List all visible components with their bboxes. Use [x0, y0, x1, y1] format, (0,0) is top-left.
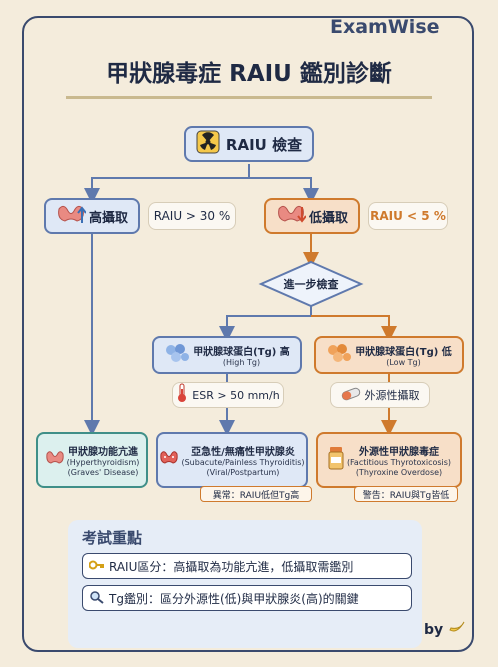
key-point-raiu: RAIU區分：高攝取為功能亢進，低攝取需鑑別 [82, 553, 412, 579]
node-hyperthyroidism-sub1: (Hyperthyroidism) [66, 457, 140, 467]
banana-icon [448, 618, 466, 638]
key-point-tg-text: Tg鑑別：區分外源性(低)與甲狀腺炎(高)的關鍵 [109, 591, 359, 606]
pill-bottle-icon [327, 446, 345, 474]
thermometer-icon [176, 383, 188, 407]
further-diamond [258, 260, 364, 308]
byline: by [424, 618, 466, 638]
key-icon [88, 558, 105, 575]
inflamed-thyroid-icon [159, 448, 179, 472]
criterion-low: RAIU < 5 % [368, 202, 448, 230]
page-title: 甲狀腺毒症 RAIU 鑑別診斷 [106, 61, 392, 87]
node-low-uptake-label: 低攝取 [308, 210, 348, 226]
thyroiditis-note: 異常：RAIU低但Tg高 [200, 486, 312, 502]
node-factitious-label: 外源性甲狀腺毒症 [358, 446, 439, 458]
node-high-tg-label: 甲狀腺球蛋白(Tg) 高 [193, 346, 290, 358]
magnifier-icon [89, 590, 105, 607]
connector-root-split [84, 164, 250, 204]
node-low-tg-label: 甲狀腺球蛋白(Tg) 低 [355, 346, 452, 358]
brand-logo: ExamWise [330, 16, 440, 38]
node-thyroiditis-sub1: (Subacute/Painless Thyroiditis) [181, 457, 305, 467]
node-raiu-test: RAIU 檢查 [184, 126, 314, 162]
thyroid-icon [45, 448, 65, 472]
exogenous-criterion: 外源性攝取 [330, 382, 430, 408]
criterion-low-text: RAIU < 5 % [370, 209, 446, 223]
exogenous-criterion-text: 外源性攝取 [364, 389, 420, 402]
node-hyperthyroidism-sub2: (Graves' Disease) [67, 467, 139, 477]
protein-icon [326, 342, 352, 368]
byline-text: by [424, 622, 444, 638]
criterion-high-text: RAIU > 30 % [153, 209, 231, 223]
node-hyperthyroidism-label: 甲狀腺功能亢進 [68, 446, 138, 458]
radiation-icon [196, 130, 220, 158]
node-high-tg-sub: (High Tg) [222, 357, 261, 367]
node-high-uptake-label: 高攝取 [88, 210, 128, 226]
node-thyroiditis: 亞急性/無痛性甲狀腺炎 (Subacute/Painless Thyroidit… [156, 432, 308, 488]
connector-further-lowtg [311, 315, 397, 342]
node-high-uptake: 高攝取 [44, 198, 140, 234]
title-underline [66, 96, 432, 99]
node-thyroiditis-label: 亞急性/無痛性甲狀腺炎 [191, 446, 295, 458]
protein-icon [164, 342, 190, 368]
thyroid-down-icon [276, 203, 307, 229]
node-low-tg-sub: (Low Tg) [386, 357, 421, 367]
connector-further-hightg [219, 302, 312, 342]
node-factitious-sub2: (Thyroxine Overdose) [355, 467, 443, 477]
esr-criterion: ESR > 50 mm/h [172, 382, 284, 408]
node-further-test: 進一步檢查 [266, 274, 356, 294]
key-points-panel [68, 520, 422, 648]
node-raiu-test-label: RAIU 檢查 [225, 135, 303, 154]
node-high-tg: 甲狀腺球蛋白(Tg) 高 (High Tg) [152, 336, 302, 374]
node-thyroiditis-sub2: (Viral/Postpartum) [206, 467, 280, 477]
key-point-tg: Tg鑑別：區分外源性(低)與甲狀腺炎(高)的關鍵 [82, 585, 412, 611]
key-point-raiu-text: RAIU區分：高攝取為功能亢進，低攝取需鑑別 [109, 559, 354, 574]
node-low-uptake: 低攝取 [264, 198, 360, 234]
criterion-high: RAIU > 30 % [148, 202, 236, 230]
node-hyperthyroidism: 甲狀腺功能亢進 (Hyperthyroidism) (Graves' Disea… [36, 432, 148, 488]
connector-root-low [249, 177, 319, 204]
node-further-test-label: 進一步檢查 [283, 278, 339, 291]
page-frame [22, 16, 474, 652]
esr-criterion-text: ESR > 50 mm/h [192, 388, 280, 402]
node-factitious-sub1: (Factitious Thyrotoxicosis) [346, 457, 452, 467]
node-low-tg: 甲狀腺球蛋白(Tg) 低 (Low Tg) [314, 336, 464, 374]
key-points-title: 考試重點 [82, 529, 143, 547]
node-factitious: 外源性甲狀腺毒症 (Factitious Thyrotoxicosis) (Th… [316, 432, 462, 488]
thyroid-up-icon [56, 203, 87, 229]
factitious-note: 警告：RAIU與Tg皆低 [354, 486, 458, 502]
pill-icon [341, 386, 361, 405]
